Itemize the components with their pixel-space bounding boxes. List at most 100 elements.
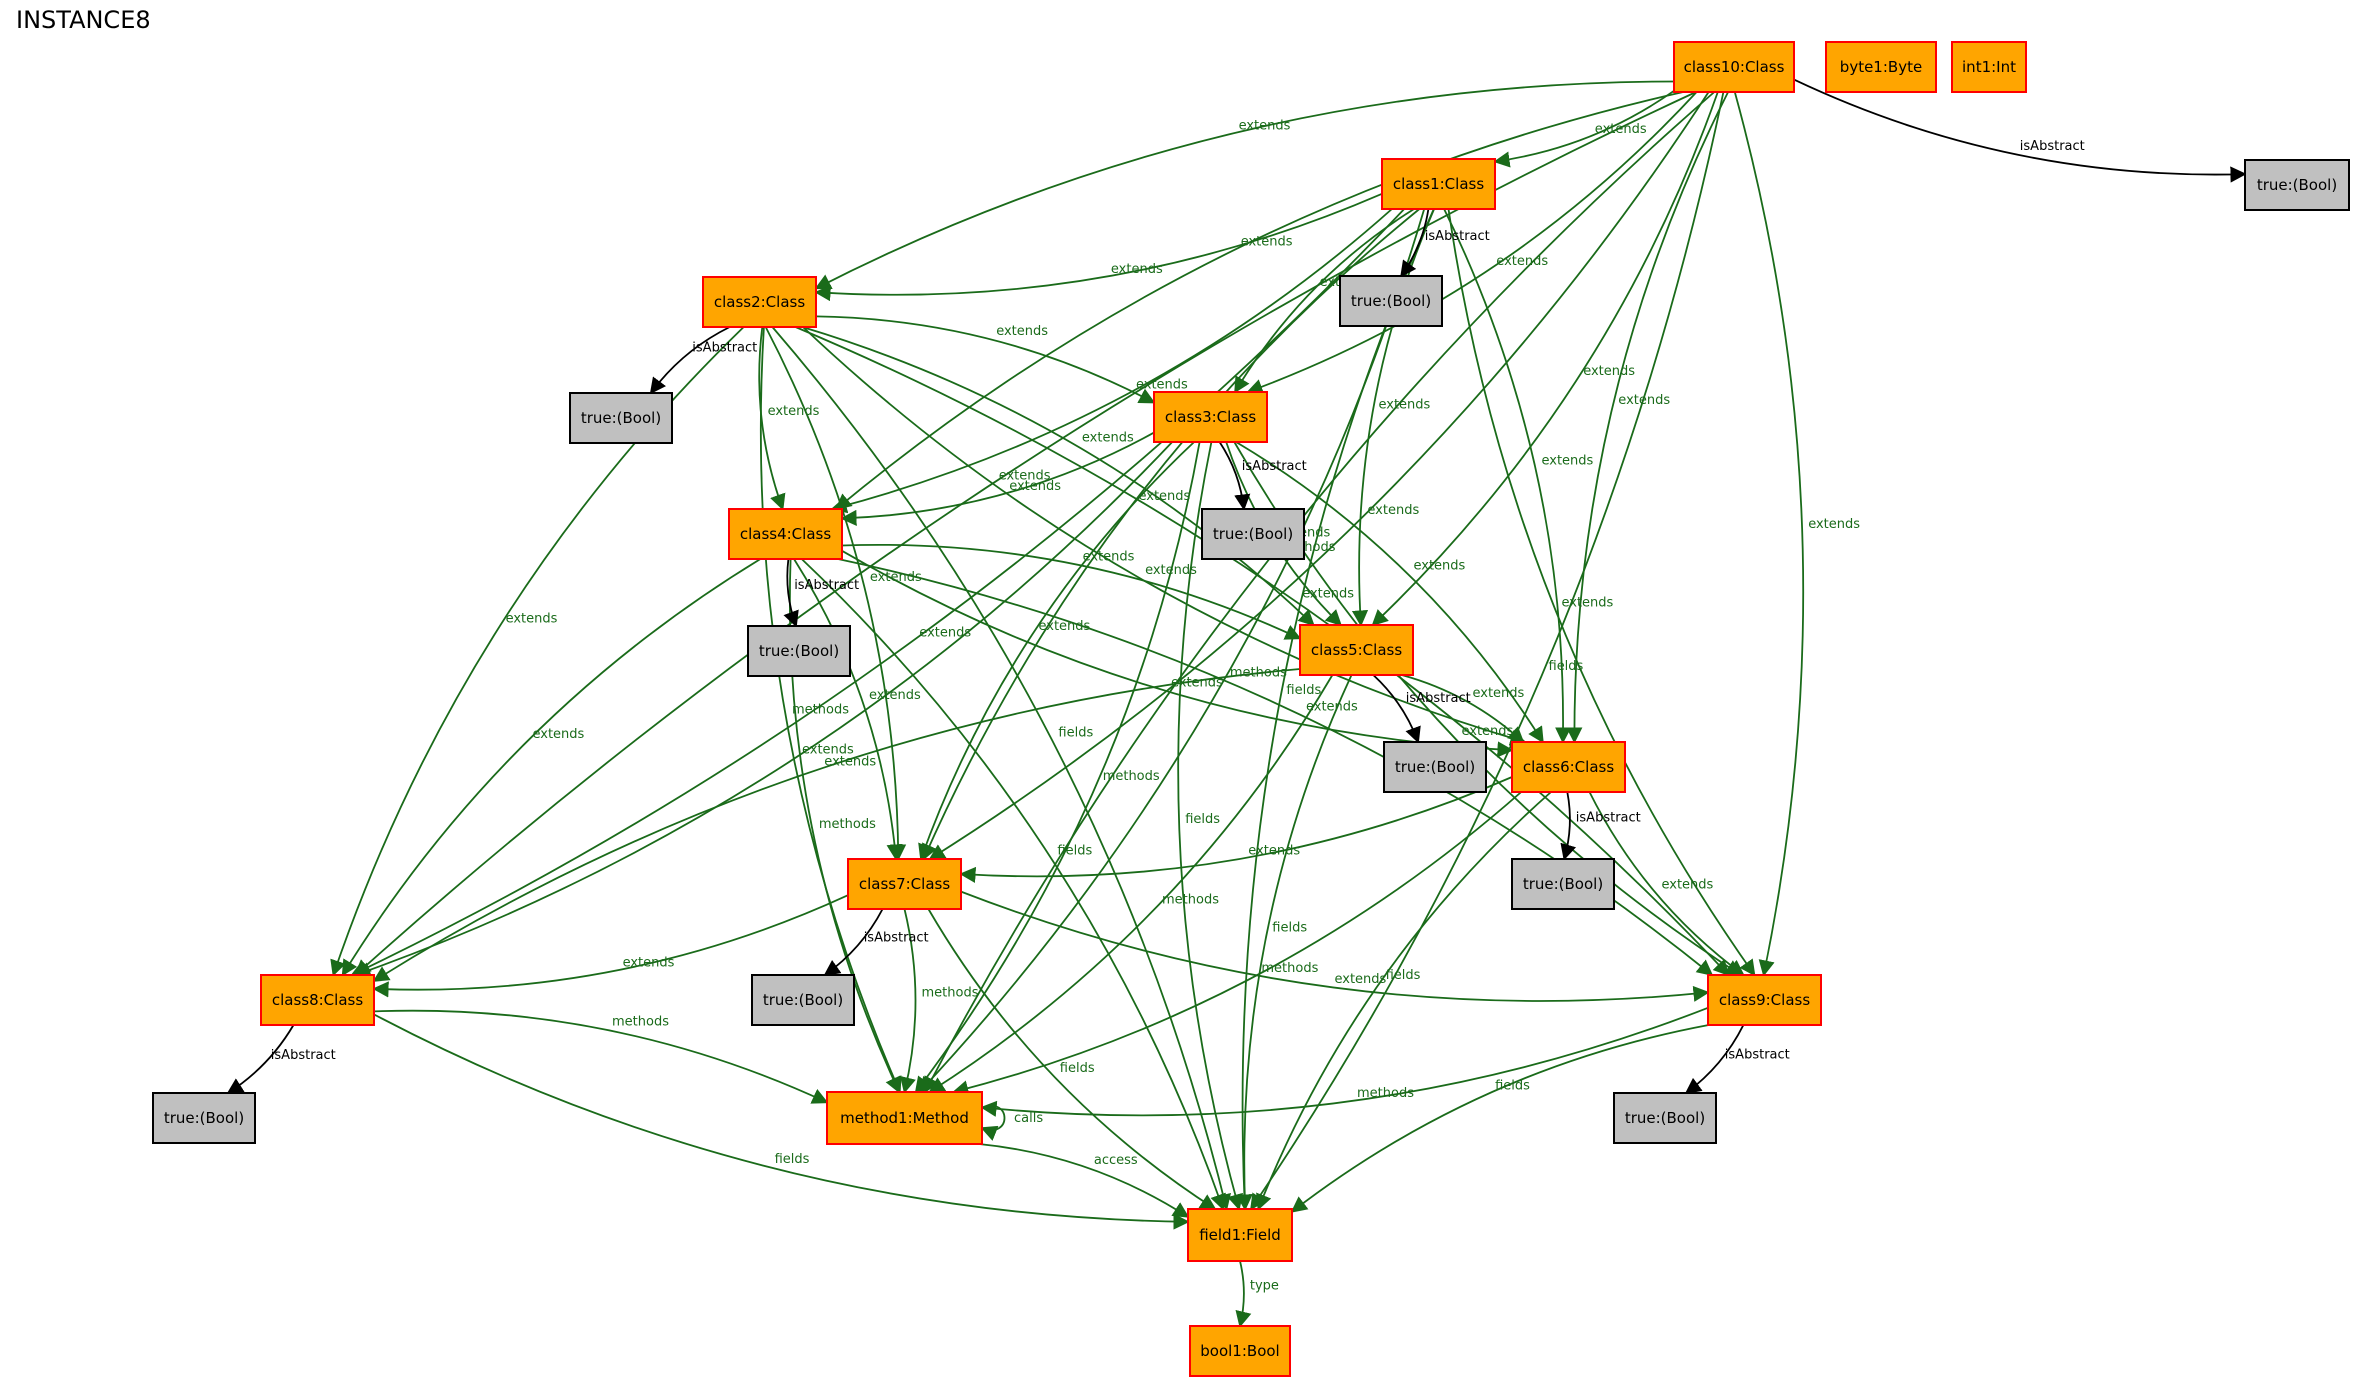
edge-label: methods — [1357, 1086, 1414, 1101]
node-b4: true:(Bool) — [747, 625, 851, 677]
edge-line — [372, 894, 849, 998]
node-label: byte1:Byte — [1840, 58, 1922, 76]
edge-class7-field1: fields — [927, 908, 1217, 1210]
edge-class4-class5: extends — [841, 543, 1302, 640]
edge-label: extends — [1595, 122, 1647, 137]
node-label: method1:Method — [840, 1109, 969, 1127]
node-b10: true:(Bool) — [2244, 159, 2350, 211]
edge-class5-class8: extends — [372, 668, 1301, 982]
node-label: class9:Class — [1719, 991, 1810, 1009]
edge-line — [1588, 791, 1745, 976]
node-class3: class3:Class — [1153, 391, 1268, 443]
edge-class3-class6: extends — [1235, 441, 1544, 744]
node-label: true:(Bool) — [164, 1109, 244, 1127]
edge-class8-field1: fields — [373, 1013, 1190, 1230]
edge-label: extends — [1009, 479, 1061, 494]
edge-line — [815, 315, 1156, 404]
edge-label: extends — [768, 404, 820, 419]
edge-label: fields — [1286, 683, 1321, 698]
node-box — [1187, 1208, 1293, 1262]
node-class5: class5:Class — [1299, 624, 1414, 676]
edge-class2-field1: fields — [771, 326, 1231, 1211]
edge-line — [914, 441, 1201, 1094]
node-box — [751, 974, 855, 1026]
node-box — [152, 1092, 256, 1144]
edge-class7-b7: isAbstract — [823, 908, 929, 976]
edge-label: extends — [1082, 430, 1134, 445]
edge-class3-b3: isAbstract — [1218, 441, 1307, 511]
edge-line — [1290, 1024, 1709, 1213]
edge-class10-class4: extends — [835, 91, 1684, 511]
edge-line — [1218, 441, 1251, 511]
edge-class3-class8: extends — [354, 441, 1173, 978]
node-label: class4:Class — [740, 525, 831, 543]
edge-line — [1246, 91, 1698, 395]
edge-label: fields — [1057, 844, 1092, 859]
node-field1: field1:Field — [1187, 1208, 1293, 1262]
node-int1: int1:Int — [1951, 41, 2027, 93]
edge-label: extends — [869, 688, 921, 703]
node-b9: true:(Bool) — [1613, 1092, 1717, 1144]
edge-field1-bool1: type — [1235, 1260, 1279, 1328]
edge-line — [1560, 791, 1577, 861]
edge-class10-class2: extends — [814, 80, 1675, 290]
node-box — [1951, 41, 2027, 93]
node-label: true:(Bool) — [1625, 1109, 1705, 1127]
edge-line — [649, 326, 731, 395]
edge-line — [1443, 208, 1572, 744]
edge-label: extends — [996, 324, 1048, 339]
edge-label: extends — [1302, 587, 1354, 602]
edge-line — [841, 543, 1302, 640]
node-box — [1339, 275, 1443, 327]
edge-label: isAbstract — [1242, 459, 1307, 474]
node-label: class10:Class — [1684, 58, 1785, 76]
edge-line — [1793, 78, 2247, 183]
edge-line — [928, 674, 1334, 1093]
edge-label: extends — [1039, 619, 1091, 634]
edge-label: extends — [1379, 398, 1431, 413]
node-b3: true:(Bool) — [1201, 508, 1305, 560]
node-box — [1825, 41, 1937, 93]
edge-class10-class6: extends — [1566, 91, 1729, 744]
edge-label: extends — [1241, 235, 1293, 250]
edge-line — [1733, 91, 1805, 977]
edge-line — [1235, 441, 1544, 744]
edge-label: extends — [506, 611, 558, 626]
edge-line — [927, 908, 1217, 1210]
node-box — [1707, 974, 1822, 1026]
edge-class3-class7: extends — [918, 441, 1195, 861]
edge-line — [1447, 208, 1756, 977]
edge-class1-class4: extends — [830, 208, 1393, 514]
edge-method1-method1: calls — [980, 1105, 1043, 1141]
edges-layer: extends extends extends extends extends exten… — [226, 78, 2247, 1328]
edge-class4-class7: extends — [793, 558, 921, 861]
edge-label: fields — [775, 1152, 810, 1167]
edge-class1-class6: extends — [1443, 208, 1594, 744]
edge-line — [814, 192, 1383, 302]
node-class4: class4:Class — [728, 508, 843, 560]
node-box — [1511, 741, 1626, 793]
edge-method1-field1: access — [979, 1143, 1190, 1218]
edge-label: extends — [1335, 972, 1387, 987]
edge-class7-method1: methods — [900, 908, 979, 1094]
edge-label: fields — [1272, 921, 1307, 936]
edge-label: extends — [1473, 686, 1525, 701]
node-label: true:(Bool) — [759, 642, 839, 660]
edge-class5-b5: isAbstract — [1372, 674, 1471, 744]
node-box — [1511, 858, 1615, 910]
edge-label: extends — [1562, 595, 1614, 610]
edge-class3-method1: methods — [914, 441, 1201, 1094]
edge-line — [771, 326, 1231, 1211]
edge-line — [226, 1024, 295, 1094]
edge-label: extends — [1542, 453, 1594, 468]
edge-class5-field1: fields — [1236, 674, 1353, 1211]
edge-class7-class8: extends — [372, 894, 849, 998]
edge-label: methods — [792, 703, 849, 718]
edge-label: calls — [1014, 1111, 1043, 1126]
node-box — [702, 276, 817, 328]
edge-label: extends — [1111, 262, 1163, 277]
node-class8: class8:Class — [260, 974, 375, 1026]
node-label: field1:Field — [1199, 1226, 1281, 1244]
edge-class2-method1: methods — [759, 326, 902, 1094]
node-box — [1189, 1325, 1291, 1377]
